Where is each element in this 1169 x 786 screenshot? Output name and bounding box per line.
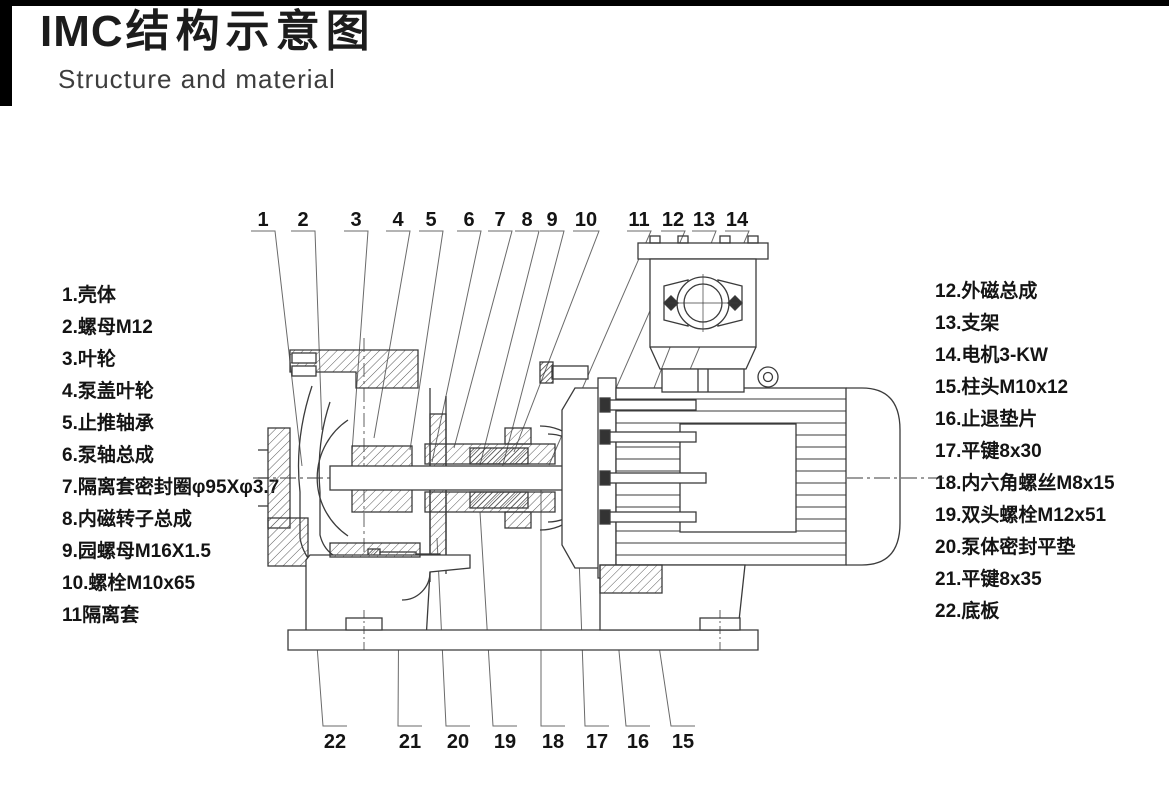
- pump-foot: [305, 542, 471, 641]
- page-subtitle: Structure and material: [58, 64, 336, 95]
- part-label-22: 22.底板: [935, 601, 1000, 622]
- callout-bottom-21: 21: [399, 731, 421, 753]
- callout-bottom-19: 19: [494, 731, 516, 753]
- part-label-6: 6.泵轴总成: [62, 445, 154, 466]
- callout-top-1: 1: [257, 209, 268, 231]
- callout-bottom-17: 17: [586, 731, 608, 753]
- callout-top-2: 2: [297, 209, 308, 231]
- callout-top-3: 3: [350, 209, 361, 231]
- motor-studs: [599, 397, 707, 525]
- part-label-7: 7.隔离套密封圈φ95Xφ3.7: [62, 477, 280, 498]
- callout-top-10: 10: [575, 209, 597, 231]
- callout-top-6: 6: [463, 209, 474, 231]
- callout-bottom-16: 16: [627, 731, 649, 753]
- part-label-15: 15.柱头M10x12: [935, 377, 1069, 398]
- callout-bottom-15: 15: [672, 731, 694, 753]
- part-label-9: 9.园螺母M16X1.5: [62, 541, 211, 562]
- motor-body: [615, 387, 901, 566]
- part-label-3: 3.叶轮: [62, 349, 116, 370]
- leader-lines-bottom: [312, 445, 695, 727]
- part-label-4: 4.泵盖叶轮: [62, 381, 154, 402]
- part-label-20: 20.泵体密封平垫: [935, 537, 1076, 558]
- title-latin: IMC: [40, 7, 124, 56]
- callout-top-5: 5: [425, 209, 436, 231]
- part-label-19: 19.双头螺栓M12x51: [935, 505, 1107, 526]
- part-label-13: 13.支架: [935, 313, 1000, 334]
- part-label-16: 16.止退垫片: [935, 409, 1038, 430]
- suction-flange: [258, 427, 291, 529]
- part-label-2: 2.螺母M12: [62, 317, 153, 338]
- part-label-8: 8.内磁转子总成: [62, 509, 192, 530]
- part-label-14: 14.电机3-KW: [935, 345, 1048, 366]
- parts-list-right: 12.外磁总成 13.支架 14.电机3-KW 15.柱头M10x12 16.止…: [935, 276, 1115, 628]
- lifting-eye: [757, 366, 779, 388]
- part-label-12: 12.外磁总成: [935, 281, 1038, 302]
- base-plate: [287, 564, 759, 651]
- terminal-box: [637, 235, 769, 393]
- callout-top-14: 14: [726, 209, 749, 231]
- part-label-11: 11隔离套: [62, 605, 140, 626]
- part-label-21: 21.平键8x35: [935, 569, 1042, 590]
- callout-top-13: 13: [693, 209, 715, 231]
- part-label-5: 5.止推轴承: [62, 413, 154, 434]
- part-label-10: 10.螺栓M10x65: [62, 573, 196, 594]
- callout-bottom-22: 22: [324, 731, 346, 753]
- top-edge-bar: [0, 0, 1169, 6]
- callout-bottom-18: 18: [542, 731, 564, 753]
- callout-top-4: 4: [392, 209, 404, 231]
- callout-bottom-20: 20: [447, 731, 469, 753]
- part-label-17: 17.平键8x30: [935, 441, 1042, 462]
- page-title: IMC结构示意图: [40, 7, 376, 56]
- callout-numbers: 1 2 3 4 5 6 7 8 9 10 11 12 13 14 22 21 2…: [257, 209, 749, 753]
- title-chinese: 结构示意图: [125, 7, 376, 56]
- left-edge-bar: [0, 0, 12, 106]
- callout-top-8: 8: [521, 209, 532, 231]
- parts-list-left: 1.壳体 2.螺母M12 3.叶轮 4.泵盖叶轮 5.止推轴承 6.泵轴总成 7…: [62, 280, 279, 632]
- callout-top-12: 12: [662, 209, 684, 231]
- part-label-1: 1.壳体: [62, 285, 116, 306]
- callout-top-11: 11: [628, 209, 649, 231]
- callout-top-9: 9: [546, 209, 557, 231]
- casing-top-flange: [289, 349, 419, 389]
- magnet-rotor: [469, 427, 532, 529]
- header: IMC结构示意图 Structure and material: [40, 7, 376, 95]
- callout-top-7: 7: [494, 209, 505, 231]
- part-label-18: 18.内六角螺丝M8x15: [935, 473, 1115, 494]
